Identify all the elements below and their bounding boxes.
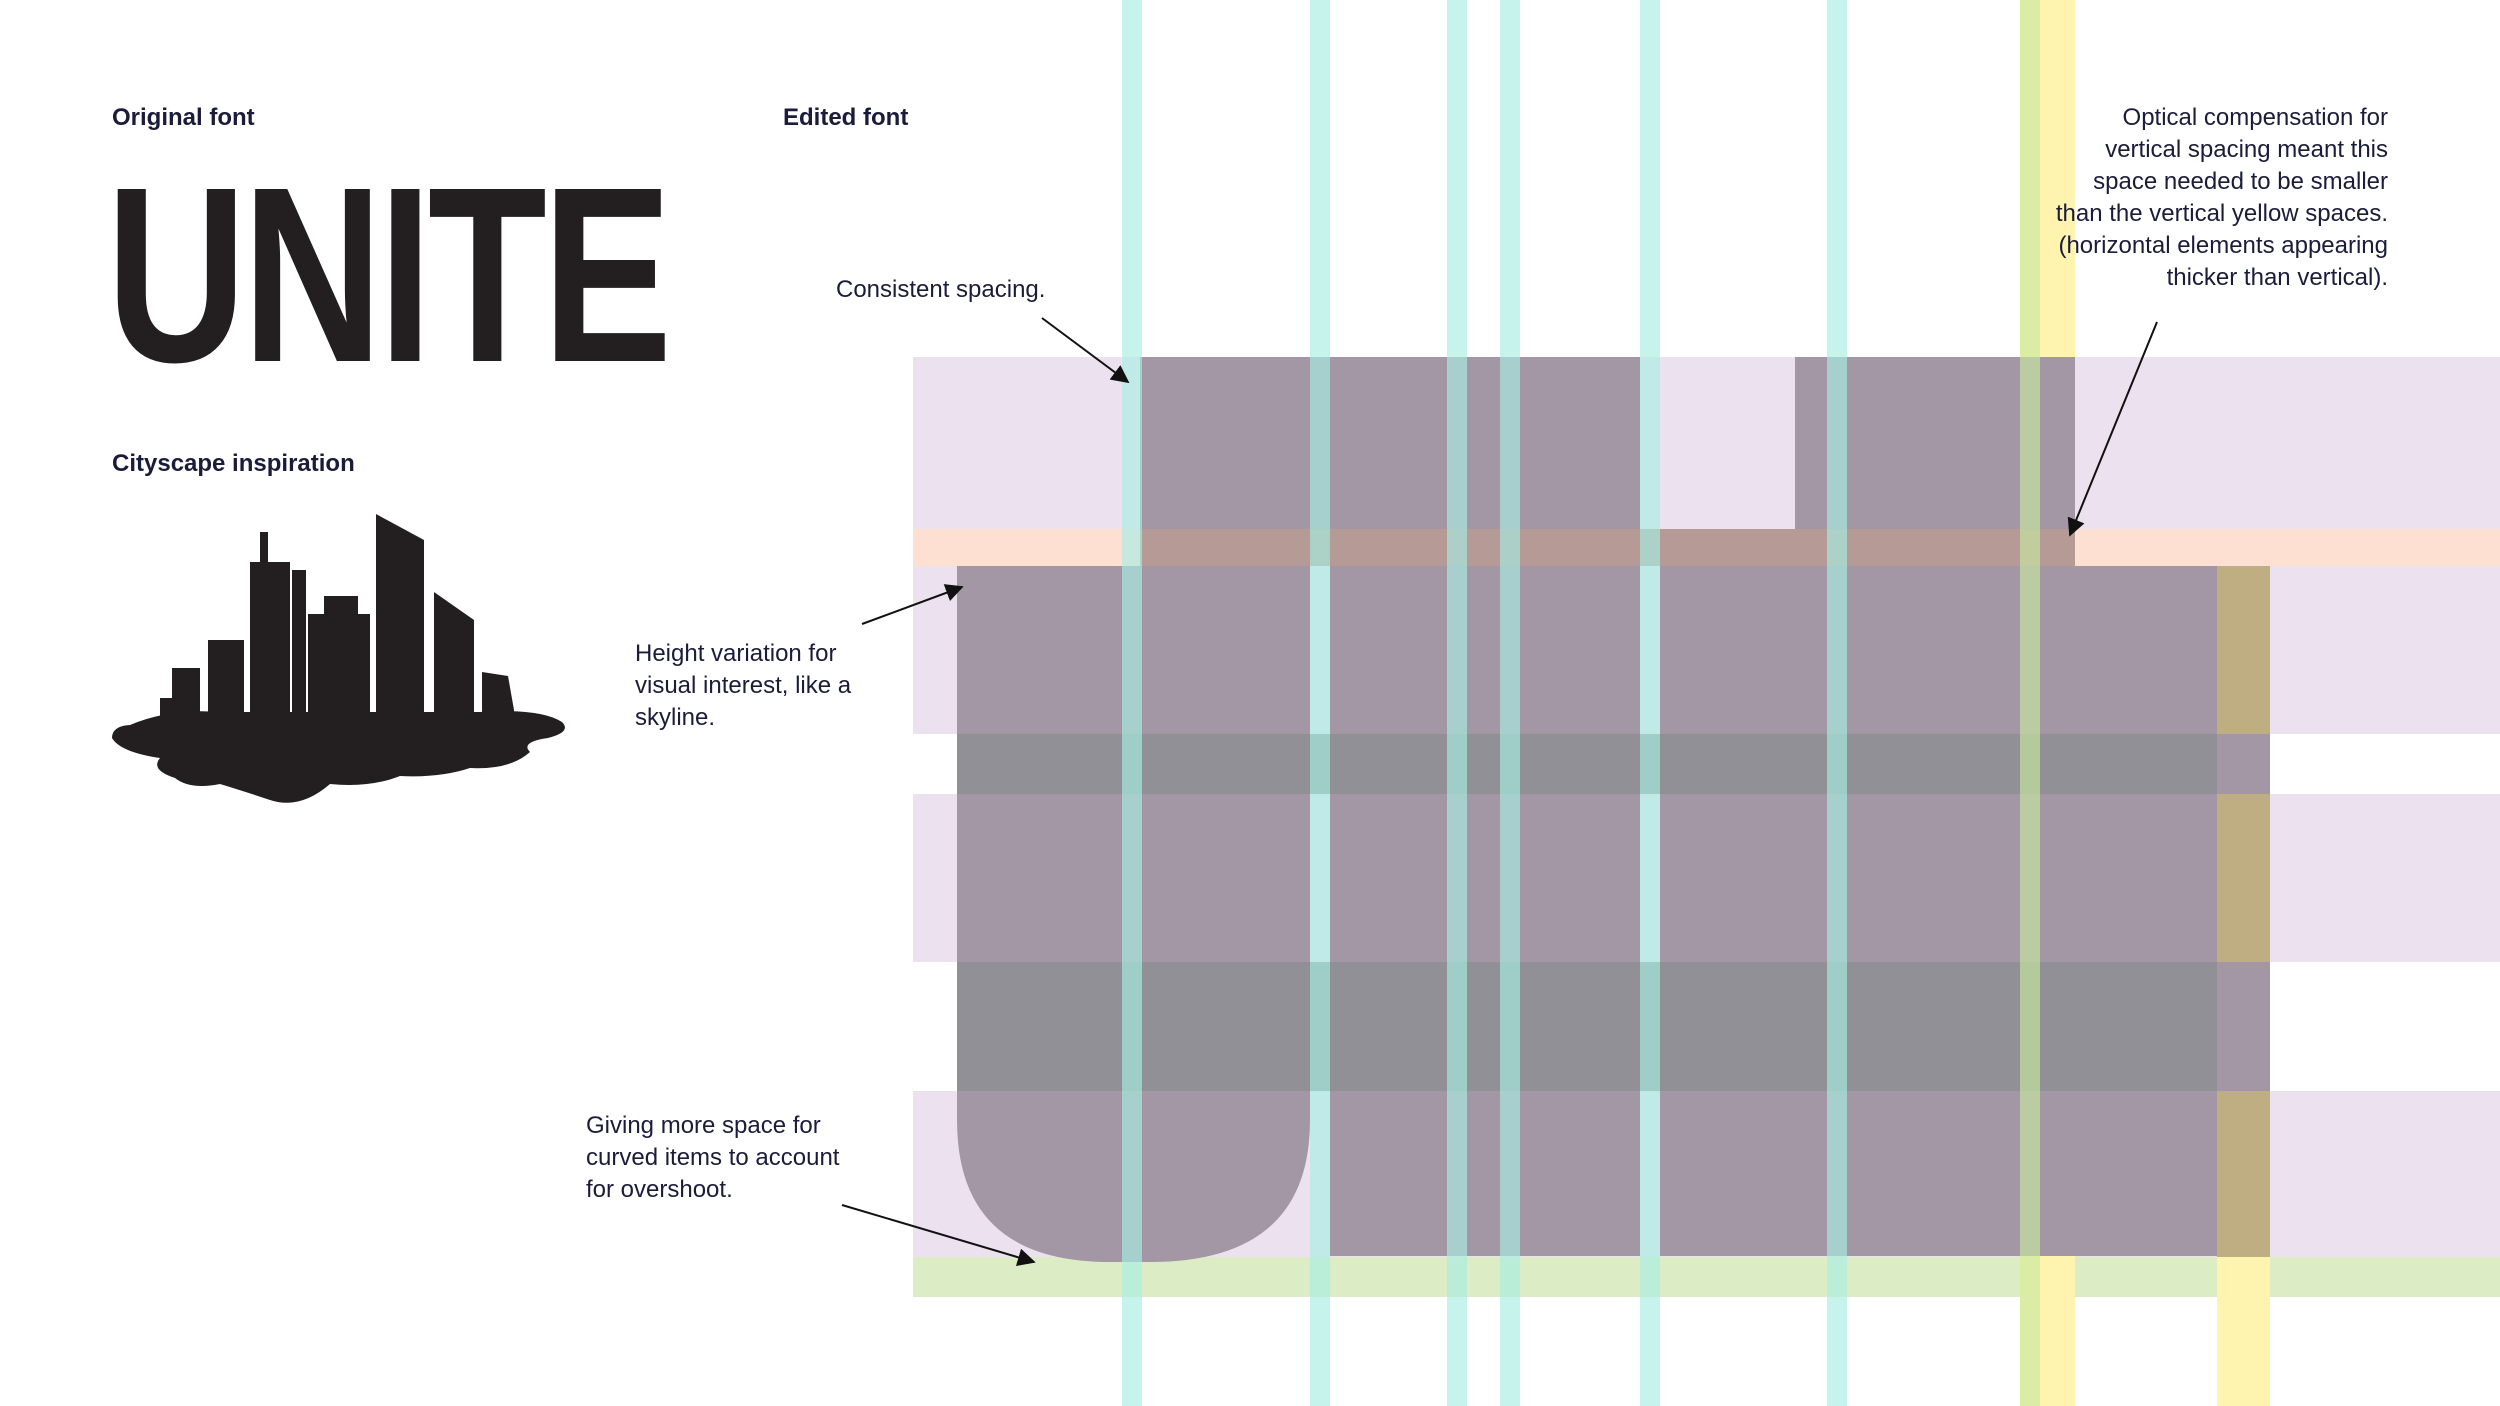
glyph-i	[1660, 566, 1847, 1256]
cityscape-silhouette	[112, 514, 565, 803]
optical-compensation-note: Optical compensation for vertical spacin…	[1980, 102, 2388, 294]
building	[260, 532, 268, 572]
column-guide-3	[1447, 0, 1467, 1406]
city-ground	[112, 711, 565, 803]
building	[434, 592, 474, 730]
column-guide-6	[1827, 0, 1847, 1406]
curved-space-note: Giving more space for curved items to ac…	[586, 1110, 839, 1206]
height-variation-note: Height variation for visual interest, li…	[635, 638, 851, 734]
glyph-t-body	[1847, 566, 2037, 1256]
consistent-spacing-note: Consistent spacing.	[836, 274, 1045, 306]
e-side-column	[2217, 566, 2270, 734]
e-side-column-3	[2217, 1091, 2270, 1257]
building	[292, 570, 306, 730]
glyph-n-body	[1330, 566, 1640, 1256]
column-guide-1	[1122, 0, 1142, 1406]
building	[324, 596, 358, 620]
column-guide-4	[1500, 0, 1520, 1406]
column-guide-2	[1310, 0, 1330, 1406]
building	[376, 514, 424, 730]
column-guide-5	[1640, 0, 1660, 1406]
glyph-overshoot-overlap	[1140, 529, 2075, 566]
e-side-column-2	[2217, 794, 2270, 962]
glyph-n-top	[1140, 357, 1640, 529]
building	[250, 562, 290, 730]
edited-glyphs	[957, 357, 2270, 1262]
